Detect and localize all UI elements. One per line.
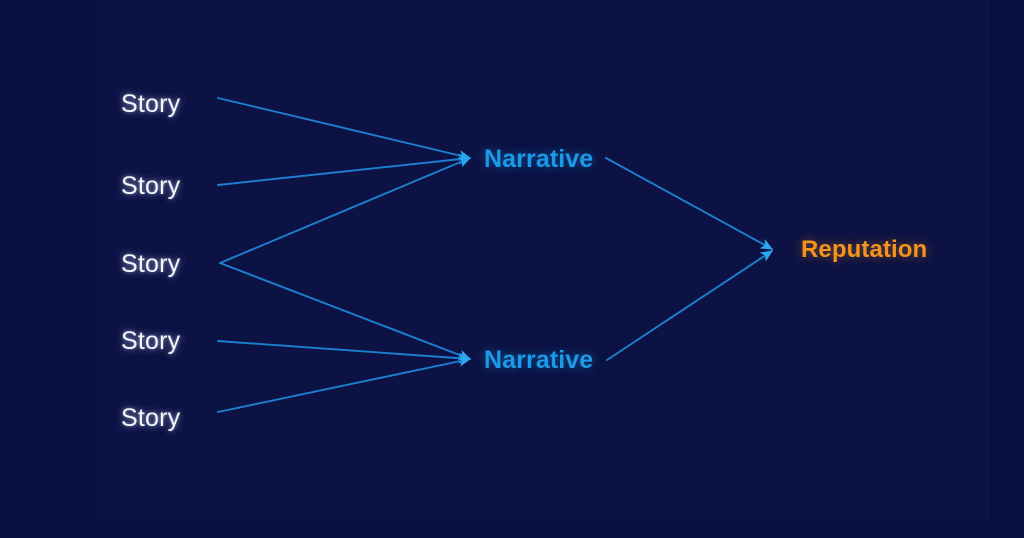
story-5-label: Story [121,404,181,432]
node-story-4: Story [121,329,180,354]
node-story-3: Story [121,252,180,277]
narrative-1-label: Narrative [484,145,594,173]
story-2-label: Story [121,172,181,200]
connector-edge-n2-r1 [606,250,774,361]
connector-edge-s4-n2 [217,340,472,364]
node-story-5: Story [121,406,180,431]
connector-edge-s3-n1 [219,157,472,264]
story-1-label: Story [121,90,181,118]
node-reputation: Reputation [801,238,927,262]
connector-edge-n1-r1 [605,157,774,250]
diagram-panel [95,0,990,521]
connector-edge-s2-n1 [217,153,472,186]
node-story-2: Story [121,174,180,199]
node-narrative-1: Narrative [484,147,593,172]
node-narrative-2: Narrative [484,348,593,373]
connector-edge-s1-n1 [217,97,472,161]
connector-edge-s5-n2 [217,355,472,413]
edge-group [217,97,774,413]
node-story-1: Story [121,92,180,117]
story-4-label: Story [121,327,181,355]
reputation-label: Reputation [801,236,928,263]
connector-edge-s3-n2 [219,262,472,361]
narrative-2-label: Narrative [484,346,594,374]
story-3-label: Story [121,250,181,278]
